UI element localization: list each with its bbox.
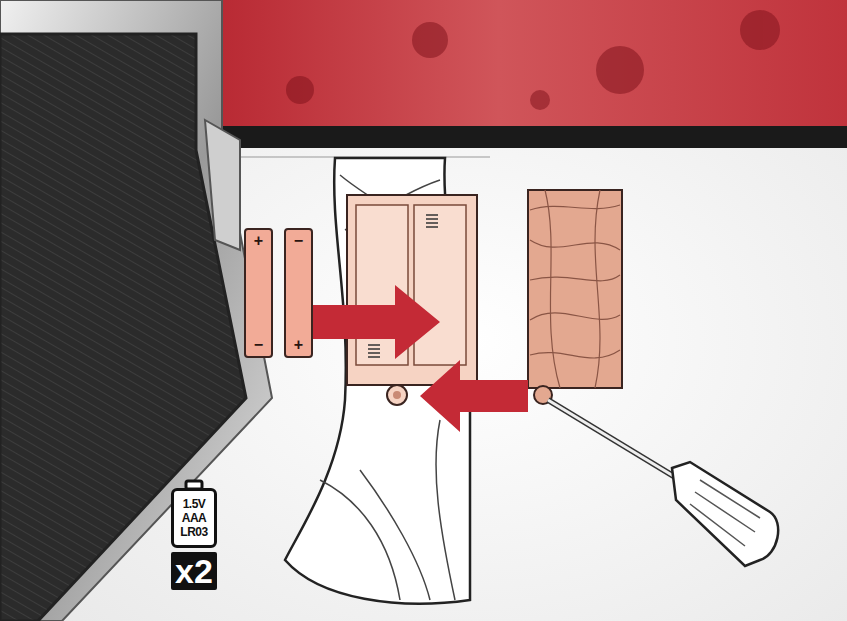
node-text: 1.5V AAA LR03 [176, 497, 212, 539]
battery: +− [244, 228, 273, 358]
battery-icon: 1.5V AAA LR03 [171, 488, 217, 548]
battery: −+ [284, 228, 313, 358]
node-text: − [294, 232, 303, 250]
node-text: x2 [174, 552, 214, 590]
node-text: + [254, 232, 263, 250]
node-text: − [254, 336, 263, 354]
node-text: + [294, 336, 303, 354]
quantity-badge: x2 [171, 552, 217, 590]
